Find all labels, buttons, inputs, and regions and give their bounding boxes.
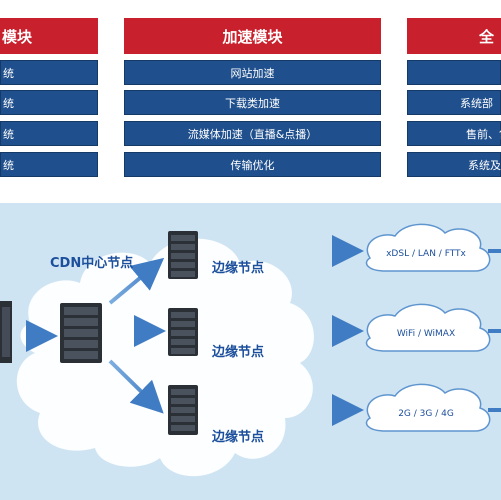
right-row-2-label: 系统部 <box>460 96 493 110</box>
edge-node-label-1: 边缘节点 <box>212 261 265 276</box>
origin-server-icon <box>0 301 12 363</box>
left-row-3: 统 <box>0 121 98 146</box>
cdn-center-server-icon <box>60 303 102 363</box>
acceleration-row-website: 网站加速 <box>124 60 381 85</box>
right-row-3: 售前、售 <box>407 121 501 146</box>
access-cloud-3-label: 2G / 3G / 4G <box>398 409 454 419</box>
acceleration-row-download-label: 下载类加速 <box>225 96 280 110</box>
acceleration-row-download: 下载类加速 <box>124 90 381 115</box>
acceleration-module-title: 加速模块 <box>222 27 283 46</box>
acceleration-module-header: 加速模块 <box>124 18 381 54</box>
acceleration-row-streaming-label: 流媒体加速（直播&点播） <box>187 127 318 141</box>
cdn-core-cloud <box>16 238 314 477</box>
left-row-4-label: 统 <box>3 158 14 172</box>
cdn-center-label: CDN中心节点 <box>50 256 134 271</box>
access-cloud-3 <box>365 383 491 432</box>
column-header-right: 全 <box>407 18 501 54</box>
acceleration-row-website-label: 网站加速 <box>230 66 275 80</box>
access-cloud-1 <box>365 223 491 272</box>
edge-server-2-icon <box>168 308 198 356</box>
right-row-4-label: 系统及 <box>468 158 501 172</box>
arrow-center-to-edge-3 <box>108 359 164 414</box>
acceleration-row-transport-label: 传输优化 <box>230 158 275 172</box>
access-cloud-2 <box>365 303 491 352</box>
right-row-4: 系统及 <box>407 152 501 177</box>
left-row-3-label: 统 <box>3 127 14 141</box>
column-header-right-label: 全 <box>479 27 495 46</box>
access-cloud-2-label: WiFi / WiMAX <box>396 329 456 339</box>
arrow-center-to-edge-1 <box>108 257 165 305</box>
edge-server-3-icon <box>168 385 198 435</box>
right-row-1 <box>407 60 501 85</box>
right-row-3-label: 售前、售 <box>466 127 501 141</box>
access-cloud-1-label: xDSL / LAN / FTTx <box>386 249 466 259</box>
column-header-left: 模块 <box>0 18 98 54</box>
left-row-4: 统 <box>0 152 98 177</box>
acceleration-row-streaming: 流媒体加速（直播&点播） <box>124 121 381 146</box>
cdn-topology-diagram: CDN中心节点 边缘节点 边缘节点 边缘节点 xDSL / LAN / FTTx… <box>0 203 501 500</box>
acceleration-row-transport: 传输优化 <box>124 152 381 177</box>
left-row-2-label: 统 <box>3 96 14 110</box>
left-row-2: 统 <box>0 90 98 115</box>
edge-node-label-2: 边缘节点 <box>212 345 265 360</box>
edge-node-label-3: 边缘节点 <box>212 430 265 445</box>
column-header-left-label: 模块 <box>2 27 33 46</box>
right-row-2: 系统部 <box>407 90 501 115</box>
edge-server-1-icon <box>168 231 198 279</box>
left-row-1-label: 统 <box>3 66 14 80</box>
left-row-1: 统 <box>0 60 98 85</box>
